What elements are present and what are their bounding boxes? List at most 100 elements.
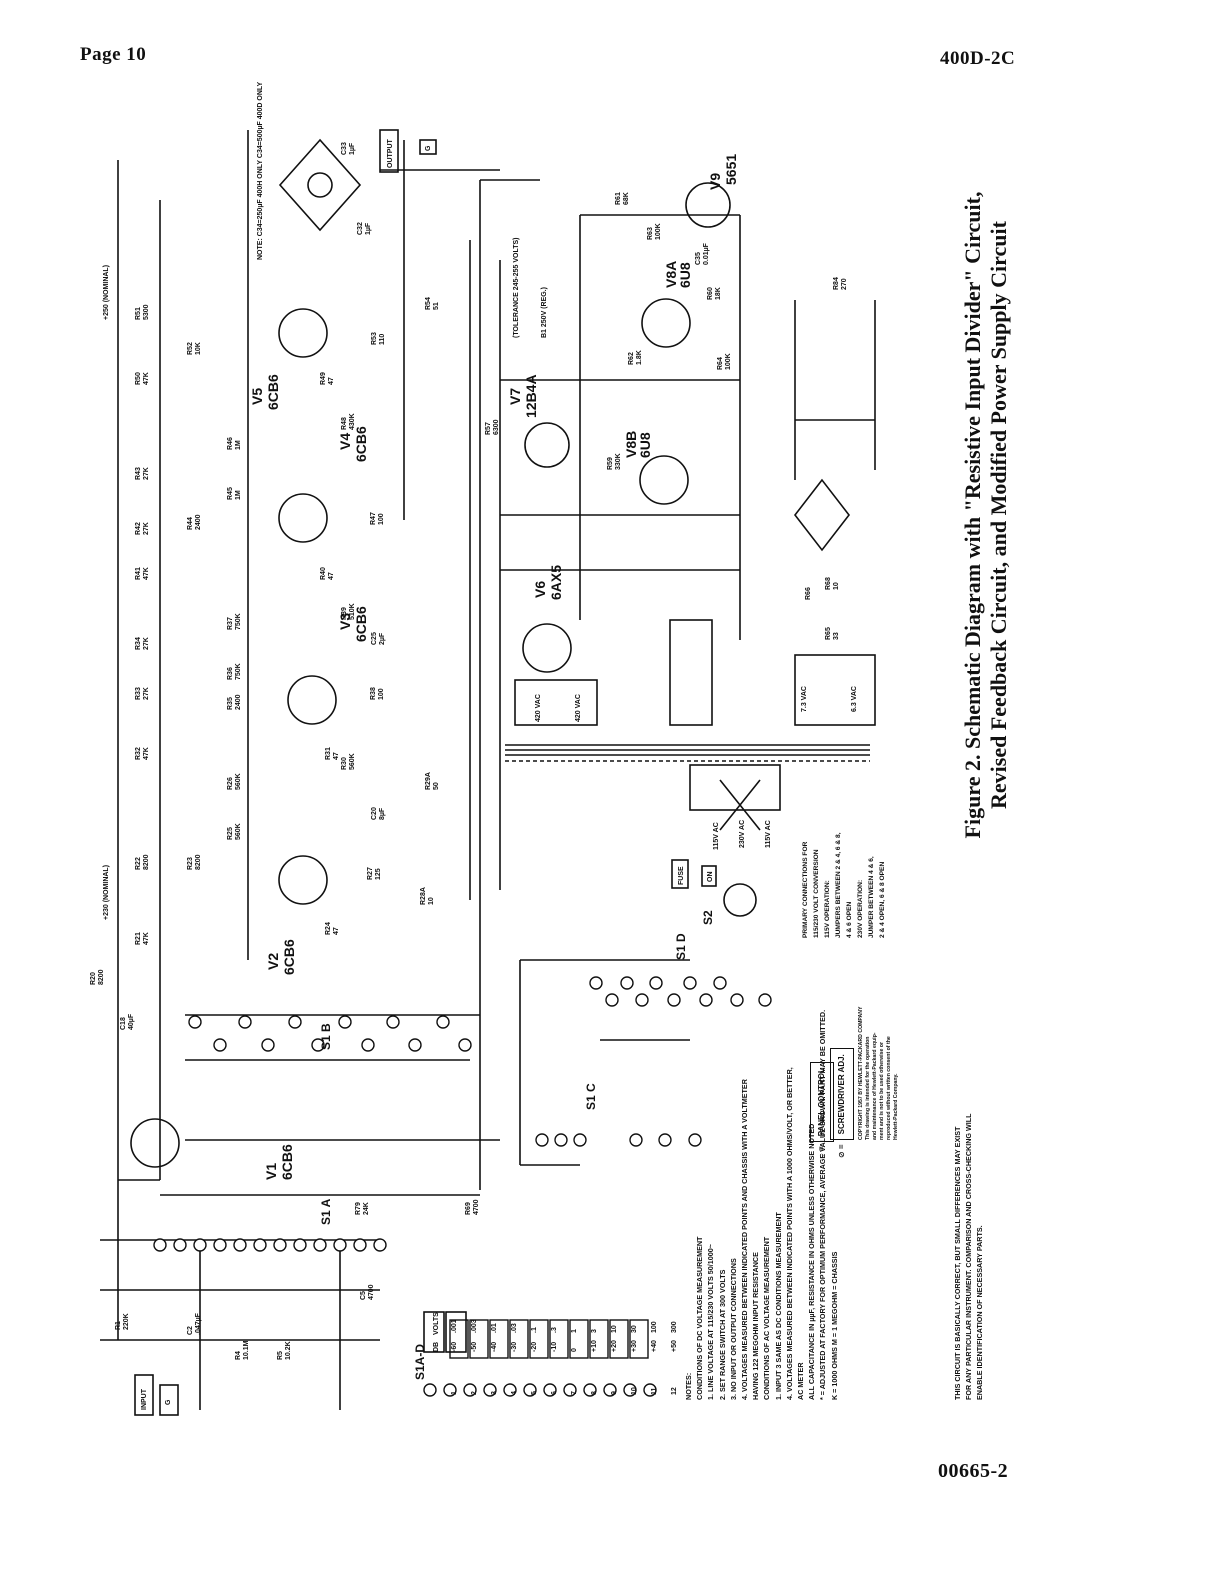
component-ref: R30 <box>341 757 348 770</box>
note-line: HAVING 122 MEGOHM INPUT RESISTANCE <box>751 1252 761 1400</box>
component-ref: R5 <box>277 1351 284 1360</box>
primary-line: 230V OPERATION: <box>857 879 864 938</box>
line230-label: 230V AC <box>739 820 746 848</box>
component-ref: R52 <box>187 342 194 355</box>
component-ref: R62 <box>628 352 635 365</box>
range-header-db: DB <box>433 1342 440 1352</box>
component-ref: R4 <box>235 1351 242 1360</box>
component-ref: R20 <box>90 972 97 985</box>
primary-line: JUMPER BETWEEN 4 & 6, <box>868 856 875 938</box>
range-cell-pos: 4 <box>511 1391 518 1395</box>
component-value: 2µF <box>379 632 386 645</box>
component-ref: C35 <box>695 252 702 265</box>
component-value: 33 <box>833 632 840 640</box>
component-ref: R38 <box>370 687 377 700</box>
fil-label-2: 7.3 VAC <box>801 686 808 712</box>
range-cell-volts: 1 <box>571 1329 578 1333</box>
note-line: 4. VOLTAGES MEASURED BETWEEN INDICATED P… <box>740 1079 750 1400</box>
component-ref: R24 <box>325 922 332 935</box>
tube-type-v9: 5651 <box>723 154 739 185</box>
component-value: 51 <box>433 302 440 310</box>
hv-label-2: 420 VAC <box>575 694 582 722</box>
range-cell-pos: 8 <box>591 1391 598 1395</box>
component-ref: R23 <box>187 857 194 870</box>
component-ref: R69 <box>465 1202 472 1215</box>
component-value: 50 <box>433 782 440 790</box>
component-ref: R32 <box>135 747 142 760</box>
component-value: 2400 <box>195 514 202 530</box>
primary-line: PRIMARY CONNECTIONS FOR <box>802 841 809 938</box>
component-ref: R65 <box>825 627 832 640</box>
regulated-label: B1 250V (REG.) <box>541 287 548 338</box>
component-value: 750K <box>235 613 242 630</box>
copyright-line: and maintenance of Hewlett-Packard equip… <box>872 1032 878 1140</box>
component-value: 18K <box>715 287 722 300</box>
tube-type-v1: 6CB6 <box>279 1144 295 1180</box>
component-ref: R21 <box>135 932 142 945</box>
primary-line: JUMPERS BETWEEN 2 & 4, 6 & 8, <box>835 832 842 938</box>
tube-label-v9: V9 <box>707 173 723 190</box>
hv-label-1: 420 VAC <box>535 694 542 722</box>
range-cell-pos: 11 <box>651 1387 658 1395</box>
component-value: 510K <box>349 603 356 620</box>
component-value: 125 <box>375 868 382 880</box>
component-ref: R37 <box>227 617 234 630</box>
switch-s1b: S1 B <box>319 1023 333 1050</box>
component-ref: C32 <box>357 222 364 235</box>
output-jack-label: OUTPUT <box>387 139 394 169</box>
component-value: 47K <box>143 567 150 580</box>
component-ref: R35 <box>227 697 234 710</box>
component-ref: R39 <box>341 607 348 620</box>
component-value: 4700 <box>368 1284 375 1300</box>
range-cell-pos: 7 <box>571 1391 578 1395</box>
rail-230-label: +230 (NOMINAL) <box>103 865 110 920</box>
component-ref: C20 <box>371 807 378 820</box>
component-value: 24K <box>363 1202 370 1215</box>
copyright-line: Hewlett-Packard Company. <box>893 1073 899 1141</box>
component-value: 68K <box>623 192 630 205</box>
range-cell-pos: 10 <box>631 1387 638 1395</box>
component-ref: R59 <box>607 457 614 470</box>
component-ref: R84 <box>833 277 840 290</box>
component-value: 47K <box>143 372 150 385</box>
component-ref: R36 <box>227 667 234 680</box>
copyright-line: COPYRIGHT 1957 BY HEWLETT-PACKARD COMPAN… <box>858 1006 864 1140</box>
range-cell-volts: 30 <box>631 1325 638 1333</box>
tube-type-v2: 6CB6 <box>281 939 297 975</box>
range-cell-db: +30 <box>631 1340 638 1352</box>
component-ref: R29A <box>425 772 432 790</box>
primary-line: 115V OPERATION: <box>824 880 831 938</box>
component-ref: R60 <box>707 287 714 300</box>
component-value: 100K <box>655 223 662 240</box>
component-ref: R66 <box>805 587 812 600</box>
component-value: 430K <box>349 413 356 430</box>
component-value: 47K <box>143 747 150 760</box>
tube-label-v1: V1 <box>263 1163 279 1180</box>
component-value: 27K <box>143 687 150 700</box>
range-cell-db: +40 <box>651 1340 658 1352</box>
input-jack-label: INPUT <box>141 1388 148 1410</box>
output-ground-label: G <box>425 145 432 151</box>
component-value: 560K <box>235 823 242 840</box>
primary-line: 115/230 VOLT CONVERSION <box>813 849 820 938</box>
component-value: 1M <box>235 490 242 500</box>
note-line: 3. NO INPUT OR OUTPUT CONNECTIONS <box>728 1258 738 1400</box>
line115-label-2: 115V AC <box>765 820 772 848</box>
component-ref: R25 <box>227 827 234 840</box>
tube-label-v8a: V8A <box>663 261 679 288</box>
component-ref: R43 <box>135 467 142 480</box>
primary-connections: PRIMARY CONNECTIONS FOR 115/230 VOLT CON… <box>800 832 888 938</box>
component-value: 47K <box>143 932 150 945</box>
range-cell-volts: .3 <box>551 1327 558 1333</box>
component-ref: R45 <box>227 487 234 500</box>
component-ref: R51 <box>135 307 142 320</box>
document-id: 400D-2C <box>940 48 1016 69</box>
component-value: 40µF <box>128 1013 135 1030</box>
tube-type-v7: 12B4A <box>523 374 539 418</box>
component-ref: R50 <box>135 372 142 385</box>
screwdriver-symbol: ⊘ = <box>837 1144 846 1158</box>
range-cell-db: -30 <box>511 1342 518 1352</box>
range-table: DBVOLTS1-60.0012-50.0033-40.014-30.035-2… <box>433 1312 678 1395</box>
component-value: 8200 <box>195 854 202 870</box>
range-cell-pos: 3 <box>491 1391 498 1395</box>
